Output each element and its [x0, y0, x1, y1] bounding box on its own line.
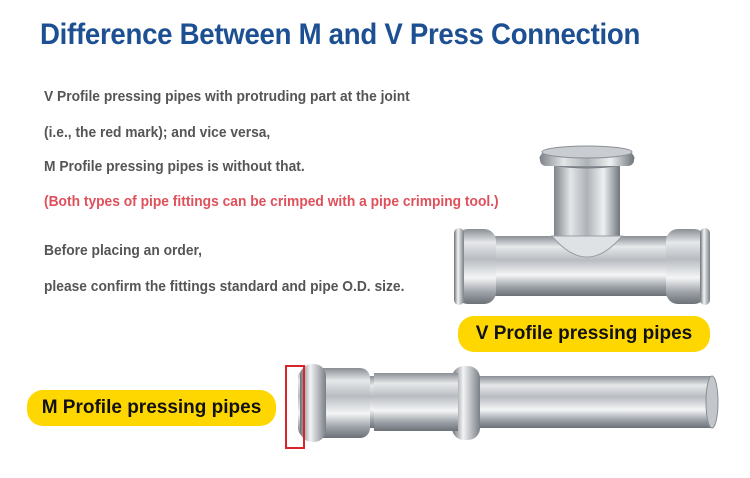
page-title: Difference Between M and V Press Connect… — [40, 18, 641, 51]
crimping-note: (Both types of pipe fittings can be crim… — [44, 193, 499, 210]
v-profile-label: V Profile pressing pipes — [458, 316, 710, 352]
order-line-1: Before placing an order, — [44, 242, 202, 259]
description-line-2: (i.e., the red mark); and vice versa, — [44, 124, 271, 141]
description-line-1: V Profile pressing pipes with protruding… — [44, 88, 410, 105]
order-line-2: please confirm the fittings standard and… — [44, 278, 405, 295]
m-profile-straight-pipe — [285, 364, 719, 449]
description-line-3: M Profile pressing pipes is without that… — [44, 158, 305, 175]
m-profile-label: M Profile pressing pipes — [27, 390, 276, 426]
red-mark-highlight — [285, 365, 305, 449]
v-profile-tee-fitting — [454, 145, 710, 305]
